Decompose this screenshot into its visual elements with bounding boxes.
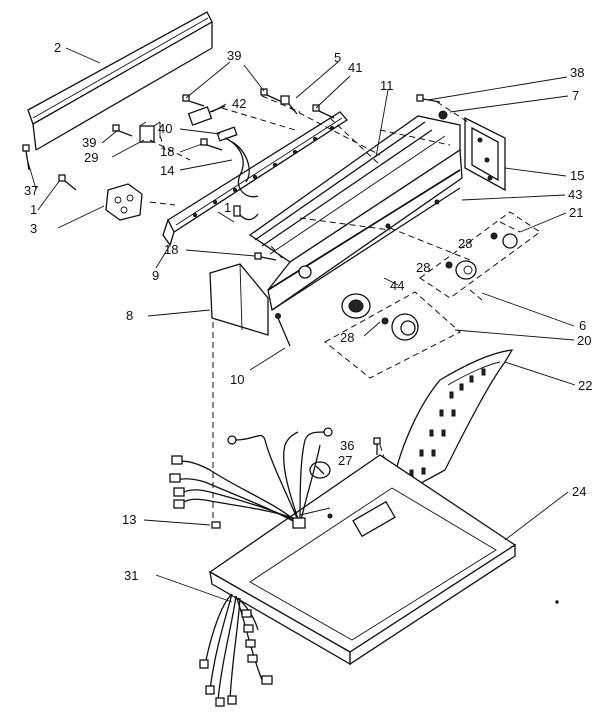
part-console-housing (248, 115, 463, 312)
callout-44: 44 (390, 278, 404, 293)
part-small-screw (373, 437, 381, 455)
callout-28-b: 28 (416, 260, 430, 275)
callout-37: 37 (24, 183, 38, 198)
callout-29: 29 (84, 150, 98, 165)
stray-dot (555, 600, 559, 604)
part-lower-harness (199, 593, 273, 707)
callout-28-c: 28 (340, 330, 354, 345)
callout-3: 3 (30, 221, 37, 236)
callout-1-left: 1 (30, 202, 37, 217)
callout-13: 13 (122, 512, 136, 527)
part-connector (216, 126, 238, 142)
part-clip-small (211, 521, 221, 529)
part-end-cap (209, 263, 269, 336)
callout-20: 20 (577, 333, 591, 348)
callout-22: 22 (578, 378, 592, 393)
part-bracket-harness (224, 137, 259, 221)
part-top-cover (208, 454, 517, 666)
part-side-bracket (464, 116, 506, 192)
part-mounting-bracket (162, 111, 348, 247)
part-nut (438, 110, 448, 120)
callout-5: 5 (334, 50, 341, 65)
callout-40: 40 (158, 121, 172, 136)
callout-27: 27 (338, 453, 352, 468)
part-ring (341, 293, 371, 319)
callout-36: 36 (340, 438, 354, 453)
part-graphic-panel (389, 349, 514, 502)
callout-39-top: 39 (227, 48, 241, 63)
callout-28-a: 28 (458, 236, 472, 251)
callout-41: 41 (348, 60, 362, 75)
callout-labels: 2 39 5 41 11 38 7 42 40 39 29 18 14 15 3… (24, 40, 592, 583)
callout-14: 14 (160, 163, 174, 178)
part-switch (187, 105, 226, 126)
callout-9: 9 (152, 268, 159, 283)
callout-6: 6 (579, 318, 586, 333)
callout-7: 7 (572, 88, 579, 103)
callout-8: 8 (126, 308, 133, 323)
callout-15: 15 (570, 168, 584, 183)
knob-group-upper (419, 211, 541, 301)
part-small-block (139, 121, 161, 143)
callout-11: 11 (380, 78, 394, 93)
callout-18-upper: 18 (160, 144, 174, 159)
callout-2: 2 (54, 40, 61, 55)
callout-39-left: 39 (82, 135, 96, 150)
callout-43: 43 (568, 187, 582, 202)
alignment-lines (149, 95, 471, 520)
part-rear-strip (27, 11, 213, 151)
part-clip (275, 313, 291, 347)
callout-10: 10 (230, 372, 244, 387)
knob-group-lower (324, 291, 461, 379)
callout-21: 21 (569, 205, 583, 220)
callout-42: 42 (232, 96, 246, 111)
part-upper-harness (169, 427, 333, 529)
part-terminal-block (105, 183, 143, 221)
callout-18-lower: 18 (164, 242, 178, 257)
callout-38: 38 (570, 65, 584, 80)
leader-lines (27, 47, 576, 603)
callout-31: 31 (124, 568, 138, 583)
callout-1-center: 1 (224, 200, 231, 215)
callout-24: 24 (572, 484, 586, 499)
